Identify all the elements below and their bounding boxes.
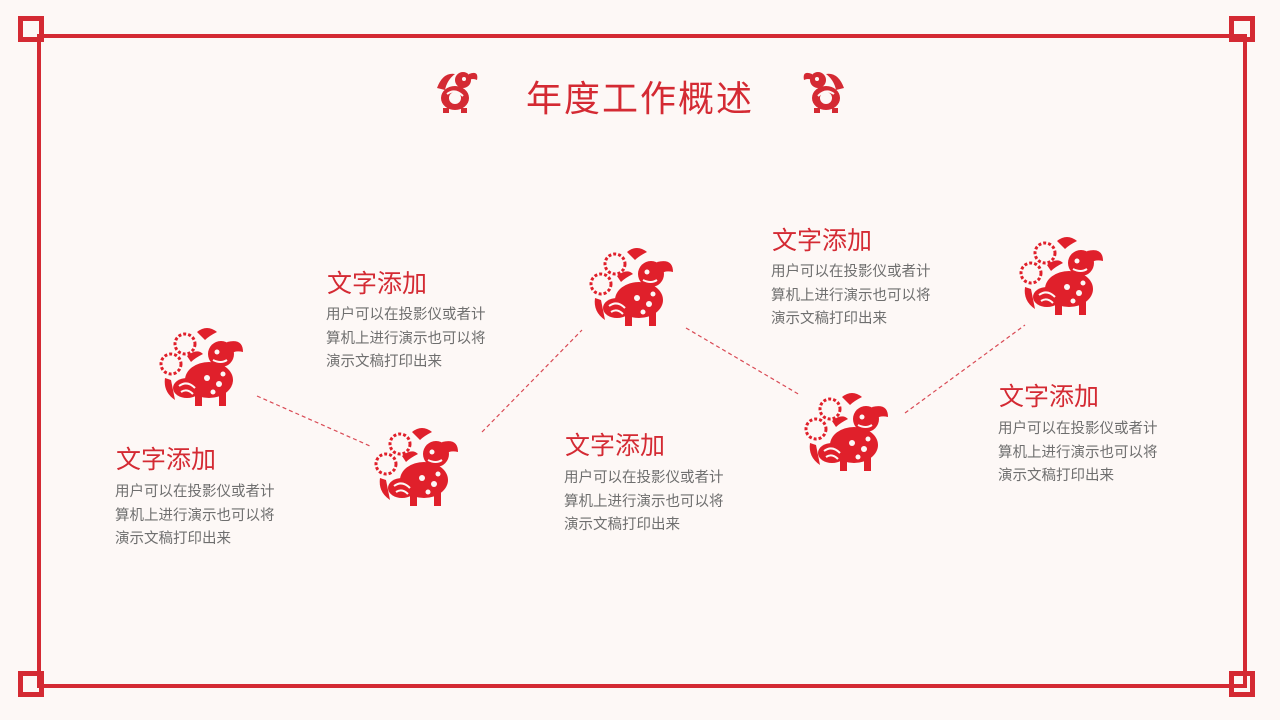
item-5-body: 用户可以在投影仪或者计 算机上进行演示也可以将 演示文稿打印出来 xyxy=(998,418,1183,489)
item-1-line-2: 算机上进行演示也可以将 xyxy=(115,507,275,524)
papercut-pig-medallion-icon xyxy=(802,387,892,477)
papercut-rat-ornament-icon xyxy=(803,72,844,113)
item-3-line-1: 用户可以在投影仪或者计 xyxy=(564,470,724,486)
item-2-line-2: 算机上进行演示也可以将 xyxy=(326,330,486,347)
item-3-line-2: 算机上进行演示也可以将 xyxy=(564,493,724,510)
corner-top-right xyxy=(1229,16,1255,42)
item-5-line-1: 用户可以在投影仪或者计 xyxy=(998,421,1158,437)
item-3-line-3: 演示文稿打印出来 xyxy=(564,517,680,533)
item-1-body: 用户可以在投影仪或者计 算机上进行演示也可以将 演示文稿打印出来 xyxy=(115,481,300,552)
frame-bottom-line xyxy=(37,684,1247,688)
item-4-body: 用户可以在投影仪或者计 算机上进行演示也可以将 演示文稿打印出来 xyxy=(771,261,956,332)
item-1-heading: 文字添加 xyxy=(116,445,217,474)
item-4-heading: 文字添加 xyxy=(772,226,873,255)
frame-top-line xyxy=(37,34,1247,38)
item-5-line-3: 演示文稿打印出来 xyxy=(998,468,1114,484)
item-5-heading: 文字添加 xyxy=(999,382,1100,411)
corner-top-left xyxy=(18,16,44,42)
item-4-line-2: 算机上进行演示也可以将 xyxy=(771,287,931,304)
frame-right-line xyxy=(1243,34,1247,688)
papercut-pig-medallion-icon xyxy=(157,322,247,412)
papercut-pig-medallion-icon xyxy=(1017,231,1107,321)
item-3-body: 用户可以在投影仪或者计 算机上进行演示也可以将 演示文稿打印出来 xyxy=(564,467,749,538)
item-4-line-1: 用户可以在投影仪或者计 xyxy=(771,264,931,280)
item-2-heading: 文字添加 xyxy=(327,269,428,298)
item-1-line-1: 用户可以在投影仪或者计 xyxy=(115,484,275,500)
page-title: 年度工作概述 xyxy=(525,79,754,120)
item-3-heading: 文字添加 xyxy=(565,431,666,460)
frame-left-line xyxy=(37,34,41,688)
item-2-line-3: 演示文稿打印出来 xyxy=(326,354,442,370)
papercut-rat-ornament-icon xyxy=(437,72,478,113)
item-5-line-2: 算机上进行演示也可以将 xyxy=(998,444,1158,461)
item-2-line-1: 用户可以在投影仪或者计 xyxy=(326,307,486,323)
papercut-pig-medallion-icon xyxy=(587,242,677,332)
corner-bottom-left xyxy=(18,671,44,697)
papercut-pig-medallion-icon xyxy=(372,422,462,512)
item-2-body: 用户可以在投影仪或者计 算机上进行演示也可以将 演示文稿打印出来 xyxy=(326,304,511,375)
corner-bottom-right xyxy=(1229,671,1255,697)
item-1-line-3: 演示文稿打印出来 xyxy=(115,531,231,547)
item-4-line-3: 演示文稿打印出来 xyxy=(771,311,887,327)
